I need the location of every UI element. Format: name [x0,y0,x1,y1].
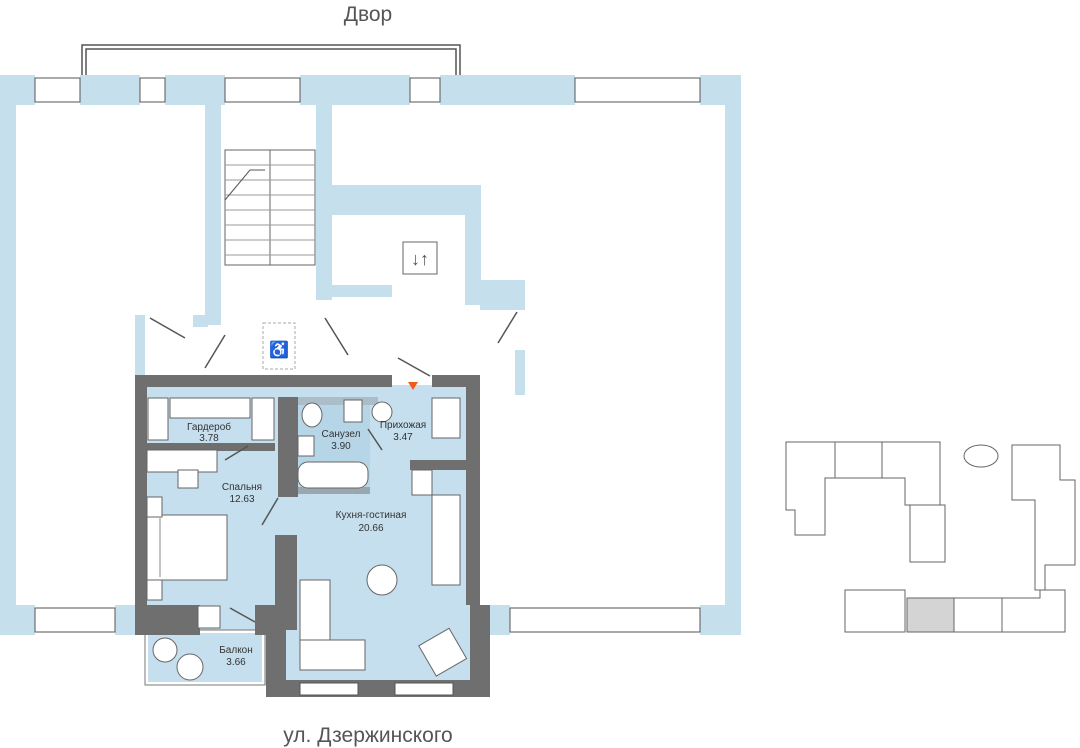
svg-text:♿: ♿ [269,340,289,359]
room-name-balcony: Балкон [219,645,253,656]
room-area-bathroom: 3.90 [331,441,351,452]
entrance-marker [408,382,418,390]
room-labels: Гардероб 3.78 Санузел 3.90 Прихожая 3.47… [187,420,426,668]
accessibility-icon: ♿ [262,322,296,370]
furniture [146,397,468,681]
street-label: ул. Дзержинского [283,724,453,747]
building-walls [0,75,741,635]
building-minimap [785,441,1076,633]
room-name-wardrobe: Гардероб [187,421,231,433]
svg-text:↓↑: ↓↑ [411,249,429,269]
room-area-kitchen-living: 20.66 [358,523,383,534]
room-area-balcony: 3.66 [226,657,246,668]
courtyard-label: Двор [344,3,393,26]
room-area-hallway: 3.47 [393,432,413,443]
room-name-kitchen-living: Кухня-гостиная [336,510,407,521]
room-name-bathroom: Санузел [322,429,361,440]
room-area-wardrobe: 3.78 [199,433,219,444]
elevator-icon: ↓↑ [402,241,438,275]
room-area-bedroom: 12.63 [229,494,254,505]
windows [34,44,701,633]
room-name-bedroom: Спальня [222,482,262,493]
room-name-hallway: Прихожая [380,420,426,431]
staircase [224,149,316,266]
selected-unit [906,597,955,633]
